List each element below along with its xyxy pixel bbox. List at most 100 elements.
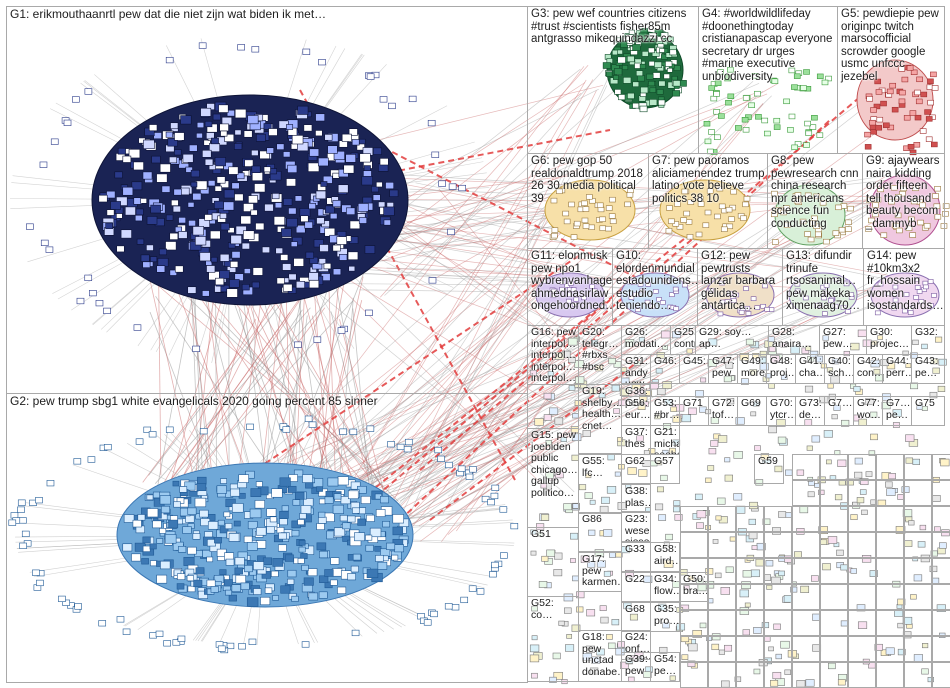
group-box-g40[interactable]: G40: sch… — [824, 354, 854, 384]
group-box-minor[interactable] — [820, 662, 848, 688]
group-box-minor[interactable] — [764, 532, 792, 558]
group-box-minor[interactable] — [820, 636, 848, 662]
group-box-minor[interactable] — [792, 662, 820, 688]
group-box-minor[interactable] — [792, 532, 820, 558]
group-box-g6[interactable]: G6: pew gop 50 realdonaldtrump 2018 26 3… — [527, 153, 649, 249]
group-box-g77[interactable]: G77: wo… — [853, 396, 883, 426]
group-box-g26[interactable]: G26: modati… — [621, 325, 671, 355]
group-box-minor[interactable] — [736, 532, 764, 558]
group-box-minor[interactable] — [708, 662, 736, 688]
group-box-minor[interactable] — [680, 532, 708, 558]
group-box-minor[interactable] — [680, 662, 708, 688]
group-box-g56[interactable]: G56: eur… — [621, 396, 651, 426]
group-box-minor[interactable] — [932, 506, 950, 532]
group-box-minor[interactable] — [820, 454, 848, 480]
group-box-minor[interactable] — [764, 506, 792, 532]
group-box-g10[interactable]: G10: elordenmundial estadounidens… estud… — [612, 248, 698, 326]
group-box-minor[interactable] — [792, 558, 820, 584]
group-box-minor[interactable] — [932, 558, 950, 584]
group-box-minor[interactable] — [736, 558, 764, 584]
group-box-minor[interactable] — [764, 662, 792, 688]
group-box-g25[interactable]: G25: contribu… — [670, 325, 696, 355]
group-box-g38[interactable]: G38: plas… — [621, 484, 651, 512]
group-box-g7y[interactable]: G7… pe… — [882, 396, 912, 426]
group-box-minor[interactable] — [848, 636, 876, 662]
group-box-minor[interactable] — [932, 662, 950, 688]
group-box-minor[interactable] — [708, 532, 736, 558]
group-box-minor[interactable] — [708, 584, 736, 610]
group-box-g75[interactable]: G75 — [911, 396, 945, 426]
group-box-g3[interactable]: G3: pew wef countries citizens #trust #s… — [527, 6, 699, 154]
group-box-minor[interactable] — [820, 506, 848, 532]
group-box-g45[interactable]: G45: — [679, 354, 709, 384]
group-box-minor[interactable] — [876, 558, 904, 584]
group-box-minor[interactable] — [848, 610, 876, 636]
group-box-minor[interactable] — [932, 584, 950, 610]
group-box-g55[interactable]: G55: lfc… — [578, 454, 622, 514]
group-box-g54[interactable]: G54: pe… — [650, 652, 680, 682]
group-box-g68[interactable]: G68 — [621, 602, 651, 632]
group-box-g39[interactable]: G39: pew — [621, 652, 651, 682]
group-box-g11[interactable]: G11: elonmusk pew npo1 wybrenvanhage ahm… — [527, 248, 613, 326]
group-box-g19[interactable]: G19: shelby… health… cnet… — [578, 384, 622, 454]
group-box-minor[interactable] — [848, 662, 876, 688]
group-box-minor[interactable] — [820, 584, 848, 610]
group-box-g62[interactable]: G62 — [621, 454, 651, 484]
group-box-minor[interactable] — [708, 506, 736, 532]
group-box-minor[interactable] — [876, 532, 904, 558]
group-box-minor[interactable] — [932, 532, 950, 558]
group-box-minor[interactable] — [876, 506, 904, 532]
group-box-minor[interactable] — [904, 532, 932, 558]
group-box-g49[interactable]: G49: more — [737, 354, 767, 384]
group-box-minor[interactable] — [680, 584, 708, 610]
group-box-g7[interactable]: G7: pew paoramos aliciamenendez trump la… — [648, 153, 768, 249]
group-box-g28[interactable]: G28: anaira… — [768, 325, 820, 355]
group-box-g53[interactable]: G53: #br… — [650, 396, 680, 426]
group-box-minor[interactable] — [904, 558, 932, 584]
group-box-minor[interactable] — [736, 584, 764, 610]
group-box-minor[interactable] — [932, 610, 950, 636]
group-box-minor[interactable] — [876, 662, 904, 688]
group-box-minor[interactable] — [764, 636, 792, 662]
group-box-minor[interactable] — [904, 480, 932, 506]
group-box-minor[interactable] — [904, 584, 932, 610]
group-box-g47[interactable]: G47: pew — [708, 354, 738, 384]
group-box-minor[interactable] — [820, 480, 848, 506]
group-box-g72[interactable]: G72: tof… — [708, 396, 738, 426]
group-box-minor[interactable] — [764, 558, 792, 584]
group-box-minor[interactable] — [764, 584, 792, 610]
group-box-g59[interactable]: G59 — [754, 454, 784, 484]
group-box-g1[interactable]: G1: erikmouthaanrtl pew dat die niet zij… — [6, 6, 528, 394]
group-box-g51[interactable]: G51 — [527, 527, 579, 597]
group-box-g34[interactable]: G34: flow… — [650, 572, 680, 602]
group-box-minor[interactable] — [876, 454, 904, 480]
group-box-g2[interactable]: G2: pew trump sbg1 white evangelicals 20… — [6, 393, 528, 683]
group-box-minor[interactable] — [792, 454, 820, 480]
group-box-minor[interactable] — [708, 610, 736, 636]
group-box-g17[interactable]: G17: pew karmen… oceana… join… wwfeu… — [578, 552, 622, 592]
group-box-minor[interactable] — [876, 584, 904, 610]
group-box-g86[interactable]: G86 — [578, 512, 622, 552]
group-box-g14[interactable]: G14: pew #10km3x2 fr_hossain women isost… — [863, 248, 945, 326]
group-box-g42[interactable]: G42: con… — [853, 354, 883, 384]
group-box-minor[interactable] — [680, 636, 708, 662]
group-box-g32[interactable]: G32: — [911, 325, 945, 355]
group-box-minor[interactable] — [848, 506, 876, 532]
group-box-minor[interactable] — [736, 610, 764, 636]
group-box-minor[interactable] — [848, 480, 876, 506]
group-box-minor[interactable] — [680, 558, 708, 584]
group-box-minor[interactable] — [680, 610, 708, 636]
group-box-g30[interactable]: G30: projec… — [866, 325, 912, 355]
group-box-g8[interactable]: G8: pew pewresearch cnn china research n… — [767, 153, 863, 249]
group-box-g48[interactable]: G48: proj… — [766, 354, 796, 384]
group-box-g41[interactable]: G41: cha… — [795, 354, 825, 384]
group-box-g16[interactable]: G16: pew interpol… interpol… interpol… i… — [527, 325, 579, 385]
group-box-minor[interactable] — [792, 610, 820, 636]
group-box-minor[interactable] — [708, 558, 736, 584]
group-box-minor[interactable] — [932, 636, 950, 662]
group-box-g18[interactable]: G18: pew unctad donabe… — [578, 630, 622, 682]
group-box-g20[interactable]: G20: telegr… #rbxs #bsc — [578, 325, 622, 385]
group-box-g13[interactable]: G13: difundir trinufe rtsosanimal… pew m… — [782, 248, 864, 326]
group-box-minor[interactable] — [876, 480, 904, 506]
group-box-minor[interactable] — [848, 584, 876, 610]
